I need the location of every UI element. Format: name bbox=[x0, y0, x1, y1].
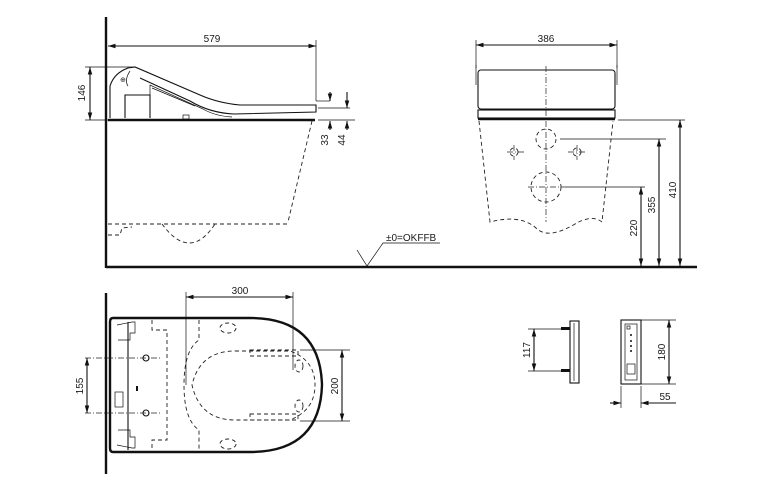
dim-height-220: 220 bbox=[629, 219, 640, 236]
dim-mount-spacing: 155 bbox=[75, 377, 86, 394]
dim-opening-length: 300 bbox=[232, 286, 249, 297]
top-view: 300 200 155 bbox=[75, 286, 350, 474]
dim-length: 579 bbox=[204, 34, 221, 45]
svg-text:⊕: ⊕ bbox=[120, 77, 126, 84]
dim-gap-44: 44 bbox=[337, 134, 348, 146]
dim-seat-height: 146 bbox=[77, 84, 88, 101]
dim-height-355: 355 bbox=[647, 196, 658, 213]
side-view: ⊕ 579 146 33 44 ±0=OKFFB bbox=[77, 17, 697, 269]
dim-height-410: 410 bbox=[668, 181, 679, 198]
remote-side-view: 117 bbox=[522, 320, 580, 384]
dim-remote-height: 180 bbox=[657, 343, 668, 360]
dim-opening-width: 200 bbox=[330, 377, 341, 394]
front-view: 386 410 355 220 bbox=[475, 34, 685, 266]
dim-gap-33: 33 bbox=[320, 134, 331, 146]
floor-reference-label: ±0=OKFFB bbox=[386, 233, 437, 244]
dim-width: 386 bbox=[538, 34, 555, 45]
remote-front-view: 180 55 bbox=[610, 319, 676, 408]
dim-remote-width: 55 bbox=[659, 392, 671, 403]
dim-remote-mount: 117 bbox=[522, 342, 533, 358]
